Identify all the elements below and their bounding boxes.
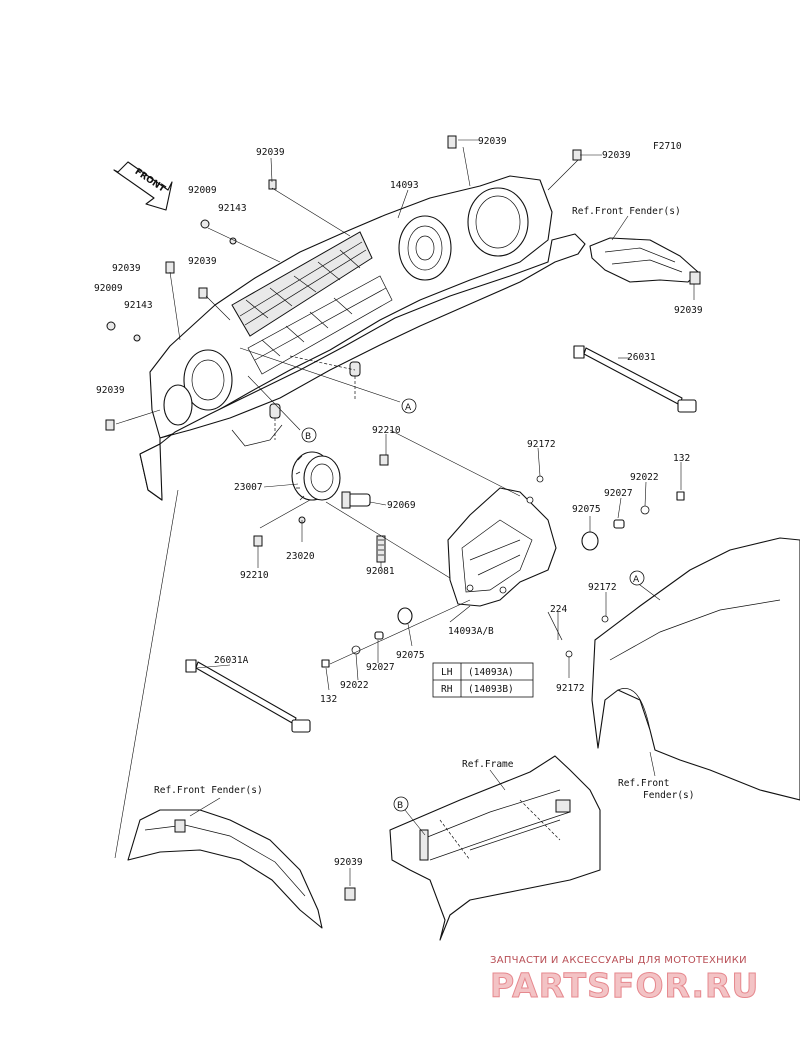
callout-92022: 92022 — [340, 680, 369, 691]
callout-14093: 14093 — [390, 180, 419, 191]
variant-side: LH — [441, 667, 453, 678]
callout-92039: 92039 — [674, 305, 703, 316]
callout-92210: 92210 — [372, 425, 401, 436]
ref-front-fender-bottom: Ref.Front Fender(s) — [154, 785, 263, 796]
callout-23007: 23007 — [234, 482, 263, 493]
callout-92039: 92039 — [602, 150, 631, 161]
variant-part: (14093B) — [468, 684, 514, 695]
watermark-tagline: ЗАПЧАСТИ И АКСЕССУАРЫ ДЛЯ МОТОТЕХНИКИ — [490, 955, 747, 966]
callout-92027: 92027 — [366, 662, 395, 673]
ref-front-fender-top: Ref.Front Fender(s) — [572, 206, 681, 217]
callout-92009: 92009 — [94, 283, 123, 294]
callout-92143: 92143 — [124, 300, 153, 311]
callout-23020: 23020 — [286, 551, 315, 562]
frame-ref — [389, 755, 601, 941]
reference-labels: Ref.Front Fender(s) Ref.Front Fender(s) … — [154, 206, 694, 801]
callout-92039: 92039 — [112, 263, 141, 274]
ref-front-fender-right-line1: Ref.Front — [618, 778, 669, 789]
harness-26031a — [185, 659, 311, 733]
marker-a: A — [405, 403, 412, 413]
front-fender-ref-bottom-left — [127, 809, 356, 929]
callout-92172: 92172 — [588, 582, 617, 593]
callout-92172: 92172 — [527, 439, 556, 450]
callout-14093ab: 14093A/B — [448, 626, 494, 637]
callout-92039: 92039 — [188, 256, 217, 267]
marker-b: B — [397, 801, 403, 811]
variant-part: (14093A) — [468, 667, 514, 678]
callout-92172: 92172 — [556, 683, 585, 694]
callout-224: 224 — [550, 604, 567, 615]
leader-lines — [115, 139, 695, 886]
headlight-unit-23007 — [253, 451, 389, 563]
callout-92143: 92143 — [218, 203, 247, 214]
marker-a: A — [633, 575, 640, 585]
callout-92081: 92081 — [366, 566, 395, 577]
callout-92027: 92027 — [604, 488, 633, 499]
watermark-logo: PARTSFOR.RU — [490, 966, 759, 1005]
variant-side: RH — [441, 684, 453, 695]
callout-92039: 92039 — [96, 385, 125, 396]
callout-92075: 92075 — [572, 504, 601, 515]
callout-92210: 92210 — [240, 570, 269, 581]
callout-132: 132 — [320, 694, 337, 705]
front-fender-ref-top-right — [589, 237, 701, 285]
callout-92022: 92022 — [630, 472, 659, 483]
callout-26031: 26031 — [627, 352, 656, 363]
view-markers: A B A B — [301, 398, 645, 812]
harness-26031 — [573, 345, 697, 413]
headlight-housing-14093 — [139, 175, 586, 501]
figure-code: F2710 — [653, 141, 682, 152]
variant-table: LH (14093A) RH (14093B) — [432, 662, 534, 698]
ref-frame: Ref.Frame — [462, 759, 514, 770]
callout-132: 132 — [673, 453, 690, 464]
callout-92039: 92039 — [334, 857, 363, 868]
front-fender-ref-right — [591, 537, 800, 801]
ref-front-fender-right-line2: Fender(s) — [643, 790, 694, 801]
callout-92009: 92009 — [188, 185, 217, 196]
marker-b: B — [305, 432, 311, 442]
front-arrow-icon: FRONT — [113, 161, 173, 211]
watermark: ЗАПЧАСТИ И АКСЕССУАРЫ ДЛЯ МОТОТЕХНИКИ PA… — [490, 955, 759, 1006]
callout-92039: 92039 — [256, 147, 285, 158]
bracket-14093ab — [321, 475, 685, 668]
callout-92039: 92039 — [478, 136, 507, 147]
callout-92069: 92069 — [387, 500, 416, 511]
callout-labels: F2710 92039 92039 92039 14093 92009 9214… — [94, 136, 703, 868]
callout-26031a: 26031A — [214, 655, 249, 666]
callout-92075: 92075 — [396, 650, 425, 661]
